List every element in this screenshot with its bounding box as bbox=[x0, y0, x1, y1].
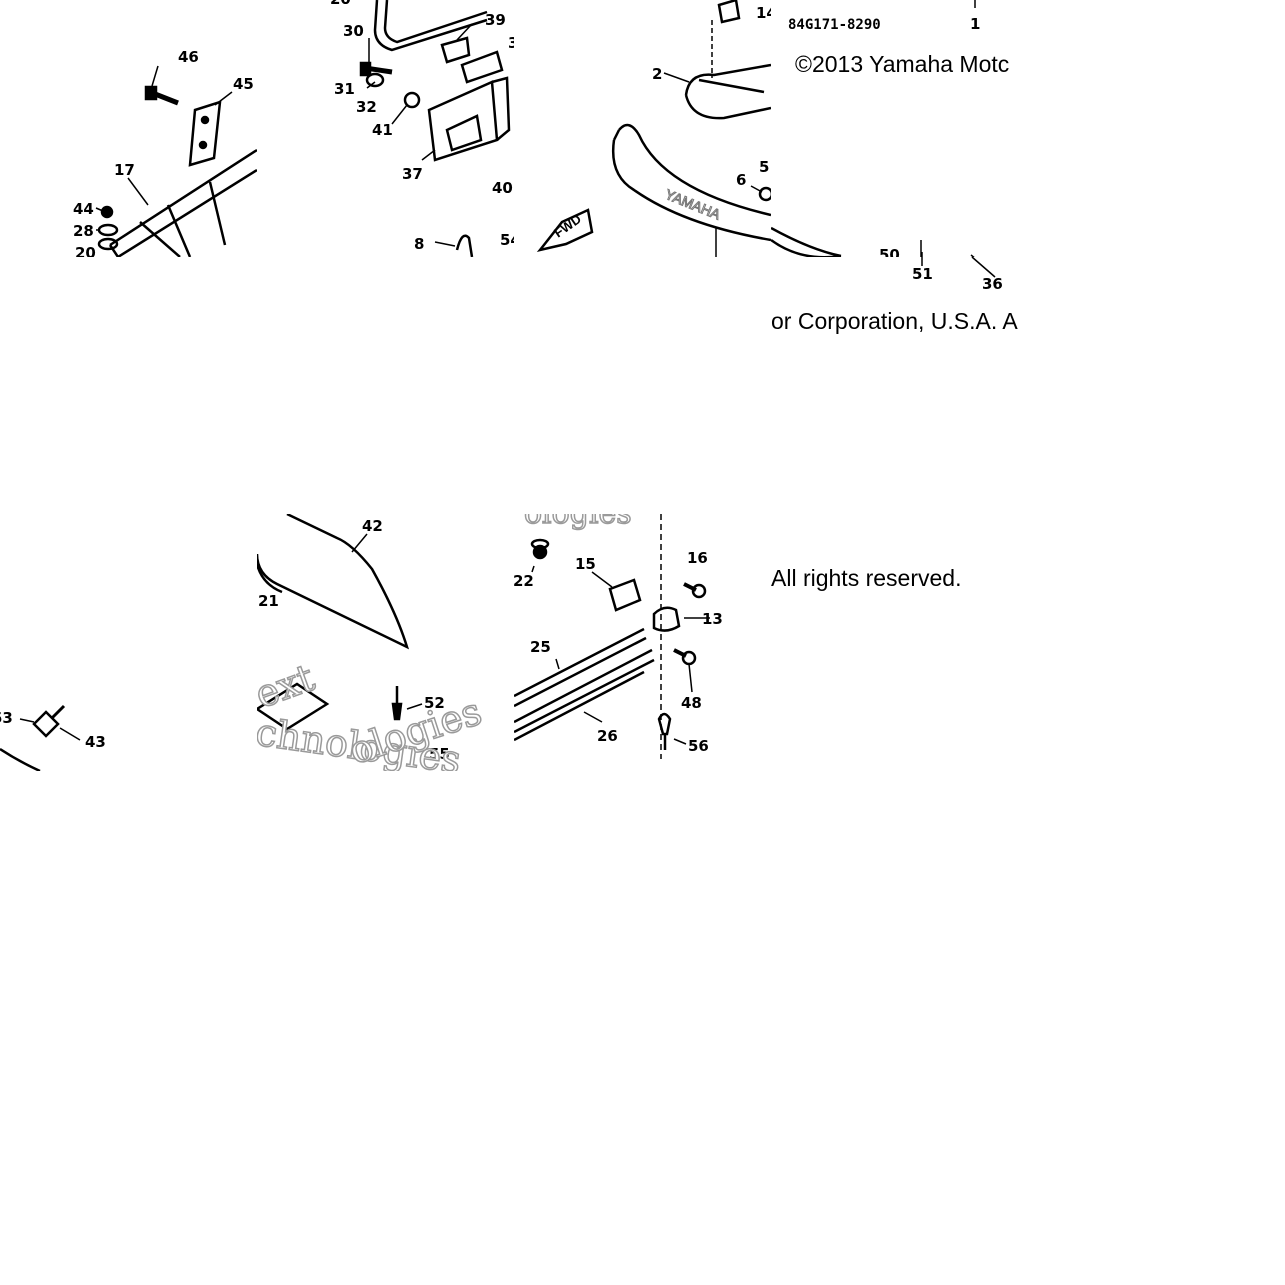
callout-45: 45 bbox=[233, 75, 254, 93]
callout-52: 52 bbox=[424, 694, 445, 712]
copyright-line-3: All rights reserved. bbox=[771, 565, 962, 591]
callout-40: 40 bbox=[492, 179, 513, 197]
copyright-top-drawing bbox=[771, 0, 976, 257]
runners-drawing bbox=[514, 514, 710, 759]
callout-39: 39 bbox=[485, 11, 506, 29]
callout-26: 26 bbox=[597, 727, 618, 745]
callout-5: 5 bbox=[759, 158, 770, 176]
callout-1: 1 bbox=[970, 15, 981, 33]
diagram-tile-bumper: YAMAHA FWD 14 2 5 6 bbox=[514, 0, 771, 257]
callout-17: 17 bbox=[114, 161, 135, 179]
callout-36: 36 bbox=[982, 275, 1003, 293]
callout-37: 37 bbox=[402, 165, 423, 183]
callout-51: 51 bbox=[912, 265, 933, 283]
callout-54: 54 bbox=[500, 231, 514, 249]
callout-53: 53 bbox=[0, 709, 13, 727]
watermark-4: ologies bbox=[523, 514, 632, 532]
diagram-tile-runners: 22 15 16 13 25 48 26 56 ologies bbox=[514, 514, 771, 771]
callout-50: 50 bbox=[879, 246, 900, 258]
lower-left-drawing bbox=[0, 704, 81, 771]
callout-25: 25 bbox=[530, 638, 551, 656]
diagram-tile-rack: 46 45 17 44 28 20 bbox=[0, 0, 257, 257]
callout-15: 15 bbox=[575, 555, 596, 573]
callout-56: 56 bbox=[688, 737, 709, 755]
diagram-tile-guard: 20 30 39 3 31 32 41 37 40 8 54 bbox=[257, 0, 514, 257]
callout-16: 16 bbox=[687, 549, 708, 567]
callout-30: 30 bbox=[343, 22, 364, 40]
callout-32: 32 bbox=[356, 98, 377, 116]
callout-43: 43 bbox=[85, 733, 106, 751]
panel-drawing bbox=[257, 514, 423, 731]
bumper-drawing: YAMAHA FWD bbox=[536, 0, 771, 257]
callout-21: 21 bbox=[258, 592, 279, 610]
diagram-tile-copyright-top: 84G171-8290 1 ©2013 Yamaha Motc 50 bbox=[771, 0, 1028, 257]
callout-20a: 20 bbox=[75, 244, 96, 258]
callout-55: 55 bbox=[429, 745, 450, 763]
callout-46: 46 bbox=[178, 48, 199, 66]
callout-22: 22 bbox=[514, 572, 534, 590]
copyright-line-2: or Corporation, U.S.A. A bbox=[771, 308, 1018, 334]
brand-mark: YAMAHA bbox=[663, 186, 723, 223]
callout-2: 2 bbox=[652, 65, 663, 83]
callout-41: 41 bbox=[372, 121, 393, 139]
diagram-tile-panel: 42 21 52 55 ext chnologies ologies bbox=[257, 514, 514, 771]
guard-drawing bbox=[359, 0, 511, 257]
callout-14: 14 bbox=[756, 4, 771, 22]
diagram-tile-lower-left: 53 43 bbox=[0, 514, 257, 771]
leader-51 bbox=[921, 252, 923, 266]
callout-13: 13 bbox=[702, 610, 723, 628]
leader-36 bbox=[971, 256, 996, 278]
callout-42: 42 bbox=[362, 517, 383, 535]
rack-drawing bbox=[95, 65, 257, 257]
callout-44: 44 bbox=[73, 200, 94, 218]
part-code: 84G171-8290 bbox=[788, 17, 881, 33]
callout-8: 8 bbox=[414, 235, 425, 253]
callout-6: 6 bbox=[736, 171, 747, 189]
callout-31: 31 bbox=[334, 80, 355, 98]
callout-48: 48 bbox=[681, 694, 702, 712]
callout-3: 3 bbox=[508, 34, 514, 52]
copyright-line-1: ©2013 Yamaha Motc bbox=[795, 51, 1010, 77]
callout-28: 28 bbox=[73, 222, 94, 240]
callout-20b: 20 bbox=[330, 0, 351, 7]
